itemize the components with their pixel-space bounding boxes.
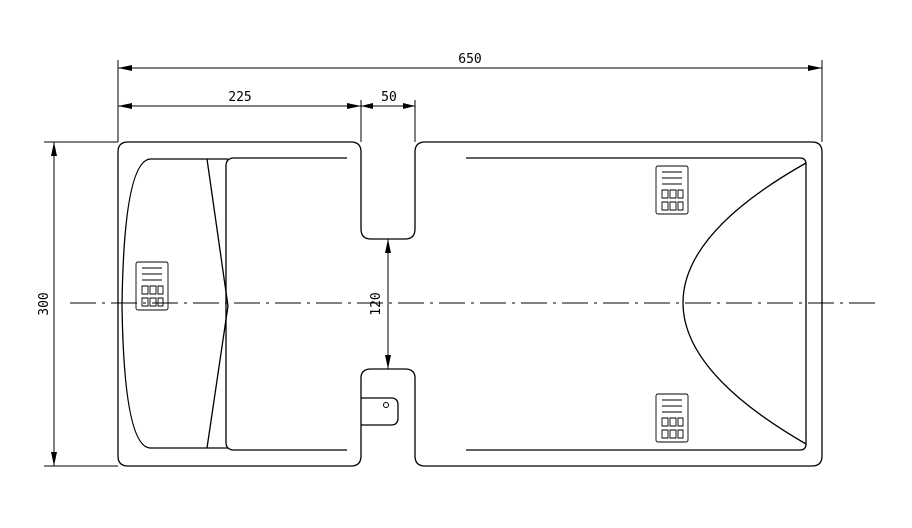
handle-hole bbox=[383, 402, 389, 408]
marker-glyph-head bbox=[135, 261, 169, 311]
foot-curve bbox=[682, 162, 807, 445]
dim-overall-width: 300 bbox=[37, 141, 118, 467]
head-pad-outline bbox=[225, 157, 347, 451]
dim-gap-height-label: 120 bbox=[369, 292, 384, 315]
dim-head-length: 225 bbox=[118, 90, 362, 142]
foot-pad-right-edge bbox=[799, 157, 807, 451]
head-board-outline bbox=[117, 141, 823, 467]
marker-glyph-foot-bottom bbox=[655, 393, 689, 443]
dim-overall-width-label: 300 bbox=[37, 292, 52, 315]
handle-tab bbox=[361, 397, 399, 426]
dim-overall-length: 650 bbox=[117, 52, 823, 142]
dim-gap-width: 50 bbox=[361, 90, 416, 142]
dim-gap-width-label: 50 bbox=[381, 90, 397, 105]
dim-overall-length-label: 650 bbox=[458, 52, 481, 67]
dim-gap-height: 120 bbox=[369, 239, 391, 369]
pillow-outline bbox=[121, 158, 229, 449]
dim-head-length-label: 225 bbox=[228, 90, 251, 105]
marker-glyph-foot-top bbox=[655, 165, 689, 215]
